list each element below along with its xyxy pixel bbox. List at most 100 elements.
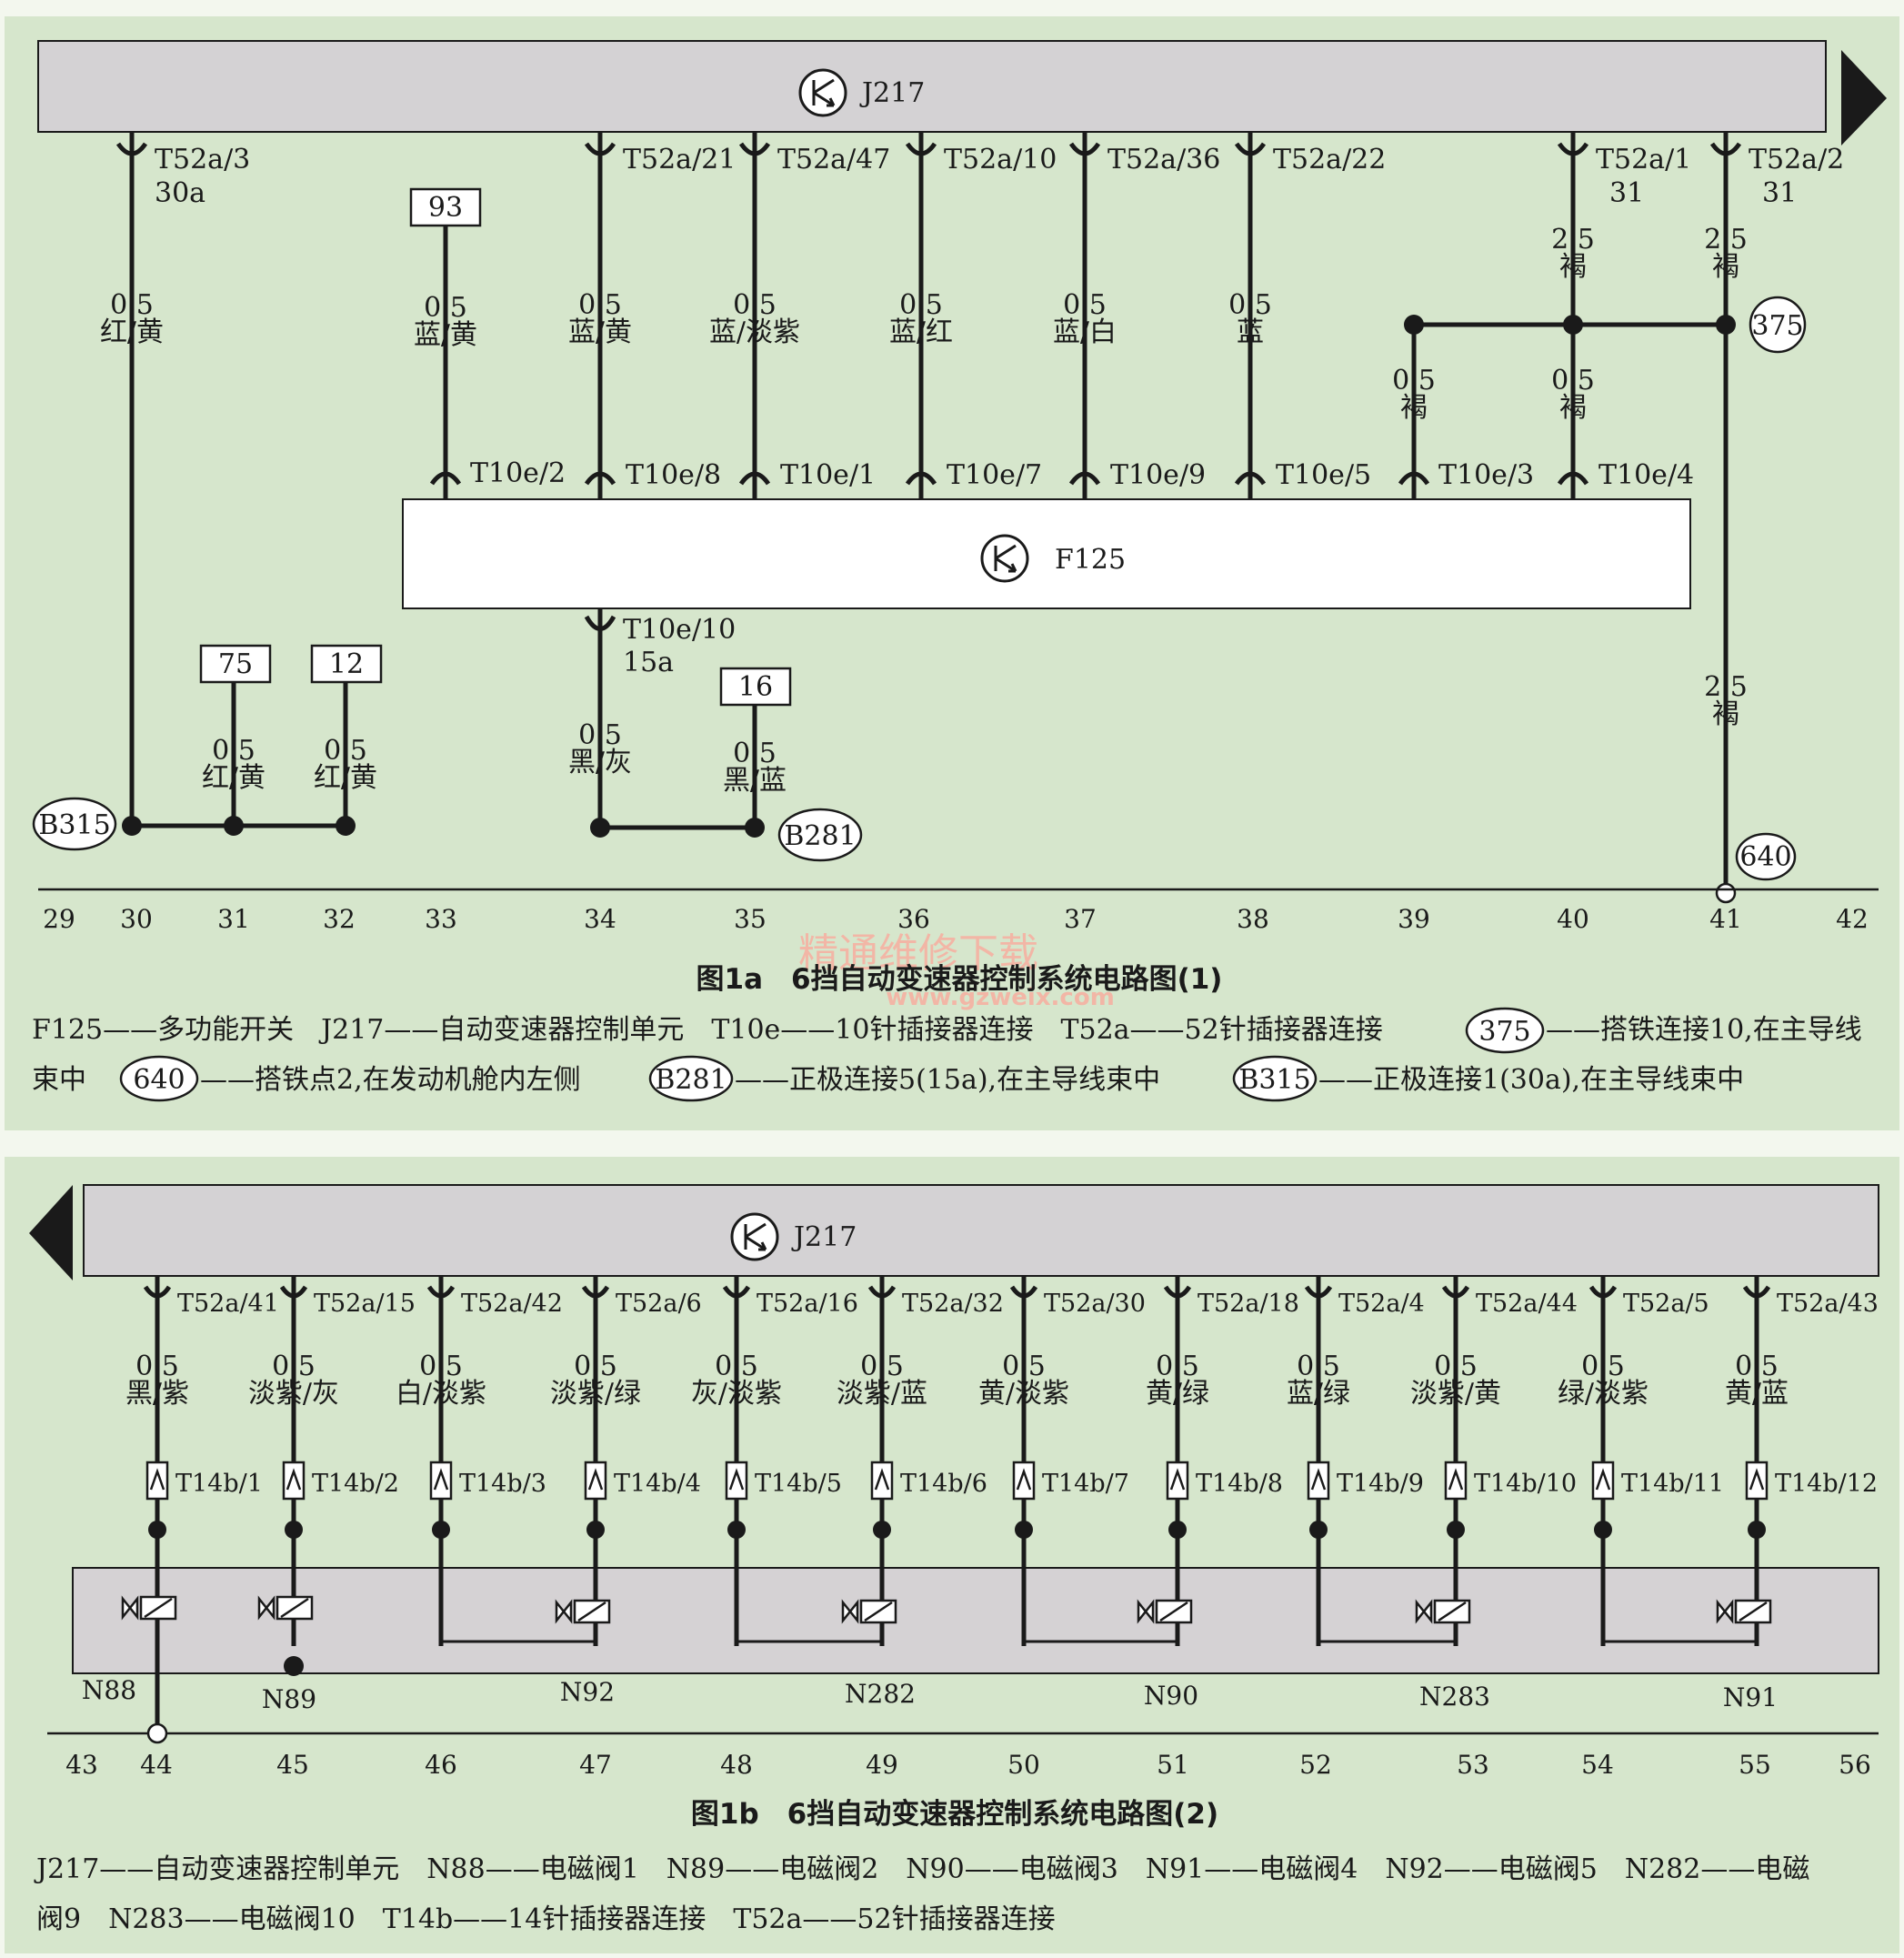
fig1a-legend-line1b: ——搭铁连接10,在主导线 [1546,1014,1862,1046]
wire-color: 褐 [1712,251,1739,283]
column-number: 52 [1299,1750,1332,1780]
f125-transistor-icon [980,534,1029,583]
wire-size: 0.5 [419,1351,463,1382]
column-number: 55 [1739,1750,1771,1780]
column-number: 49 [866,1750,898,1780]
t14b-label: T14b/3 [459,1470,546,1498]
fig1b-title: 图1b 6挡自动变速器控制系统电路图(2) [691,1798,1218,1831]
wire-31-color: 红/黄 [202,762,266,794]
column-number: 32 [323,904,356,934]
wire-color: 灰/淡紫 [691,1378,782,1410]
watermark-url: www.gzweix.com [886,984,1115,1011]
fig1a-legend-line2d: ——正极连接1(30a),在主导线束中 [1318,1064,1744,1096]
wire-color: 蓝/白 [1053,316,1117,348]
box-93 [409,187,482,227]
wire-color: 白/淡紫 [396,1378,486,1410]
wire-size: 0.5 [1735,1351,1779,1382]
wire-color: 淡紫/黄 [1410,1378,1501,1410]
wire-size: 0.5 [1002,1351,1046,1382]
fig1b-legend-line2: 阀9 N283——电磁阀10 T14b——14针插接器连接 T52a——52针插… [36,1903,1056,1935]
valve-label: N282 [845,1679,916,1709]
wire-color: 淡紫/绿 [550,1378,641,1410]
legend-640 [119,1055,199,1102]
box-12-label: 12 [329,648,364,680]
t14b-label: T14b/1 [175,1470,263,1498]
wire-41-size2: 2.5 [1704,671,1748,703]
ground-terminal-1a [1715,882,1737,904]
j217-bar-1b [83,1184,1879,1277]
column-number: 46 [425,1750,457,1780]
wire-size: 0.5 [1434,1351,1478,1382]
t14b-label: T14b/11 [1621,1470,1724,1498]
column-number: 53 [1457,1750,1489,1780]
column-number: 39 [1398,904,1430,934]
solenoid-valve-N88: N88 [82,1595,177,1733]
legend-375-label: 375 [1478,1016,1530,1048]
legend-375 [1465,1007,1545,1054]
wire-31-size: 0.5 [212,735,256,767]
wire-35b-color: 黑/蓝 [723,765,787,797]
column-number: 36 [897,904,930,934]
wire-33-color: 蓝/黄 [414,319,477,351]
node-b281-label: B281 [784,820,856,852]
t10e-pin-label: T10e/9 [1110,459,1206,491]
ground-375-label: 375 [1751,310,1803,342]
figure-1a: J217 F125 T52a/330a0.5红/黄T52a/210.5蓝/黄T1… [5,16,1899,1130]
legend-b281-label: B281 [655,1064,727,1096]
node-b315 [32,797,117,851]
pin-sub: 30a [155,177,205,209]
pin-label: T52a/16 [757,1290,858,1318]
pin-label: T52a/21 [623,144,736,176]
pin-label: T52a/44 [1476,1290,1578,1318]
t10e-pin-label: T10e/8 [626,459,721,491]
wire-32-size: 0.5 [324,735,367,767]
j217-transistor-icon [798,68,847,117]
t10e-3-label: T10e/3 [1438,459,1534,491]
wire-size: 0.5 [574,1351,617,1382]
legend-b315-label: B315 [1238,1064,1310,1096]
t14b-label: T14b/7 [1042,1470,1129,1498]
t14b-label: T14b/2 [312,1470,399,1498]
wire-34b-size: 0.5 [578,719,622,751]
continue-right-arrow-icon [1841,50,1887,146]
fig1a-legend-line1: F125——多功能开关 J217——自动变速器控制单元 T10e——10针插接器… [32,1014,1383,1046]
wire-color: 绿/淡紫 [1558,1378,1648,1410]
column-number: 47 [579,1750,612,1780]
f125-module [402,498,1691,609]
column-number: 44 [140,1750,173,1780]
ground-terminal-1b [146,1722,168,1744]
wire-size: 0.5 [1297,1351,1340,1382]
pin-sub: 31 [1609,177,1644,209]
pin-label: T52a/36 [1107,144,1220,176]
ground-375 [1749,296,1807,354]
column-number: 50 [1007,1750,1040,1780]
t14b-label: T14b/6 [900,1470,987,1498]
valve-label: N89 [262,1684,316,1714]
column-number: 29 [43,904,75,934]
column-number: 31 [217,904,250,934]
wire-color: 蓝/淡紫 [709,316,800,348]
wire-size: 0.5 [1063,289,1107,321]
pin-label: T52a/2 [1749,144,1844,176]
fig1a-legend-line2b: ——搭铁点2,在发动机舱内左侧 [200,1064,581,1096]
column-number: 51 [1157,1750,1189,1780]
wire-color: 淡紫/蓝 [837,1378,927,1410]
solenoid-valve-N89: N89 [257,1595,316,1714]
column-number: 38 [1237,904,1269,934]
wire-size: 0.5 [272,1351,316,1382]
column-number: 54 [1581,1750,1614,1780]
column-number: 41 [1709,904,1742,934]
t14b-label: T14b/12 [1775,1470,1878,1498]
